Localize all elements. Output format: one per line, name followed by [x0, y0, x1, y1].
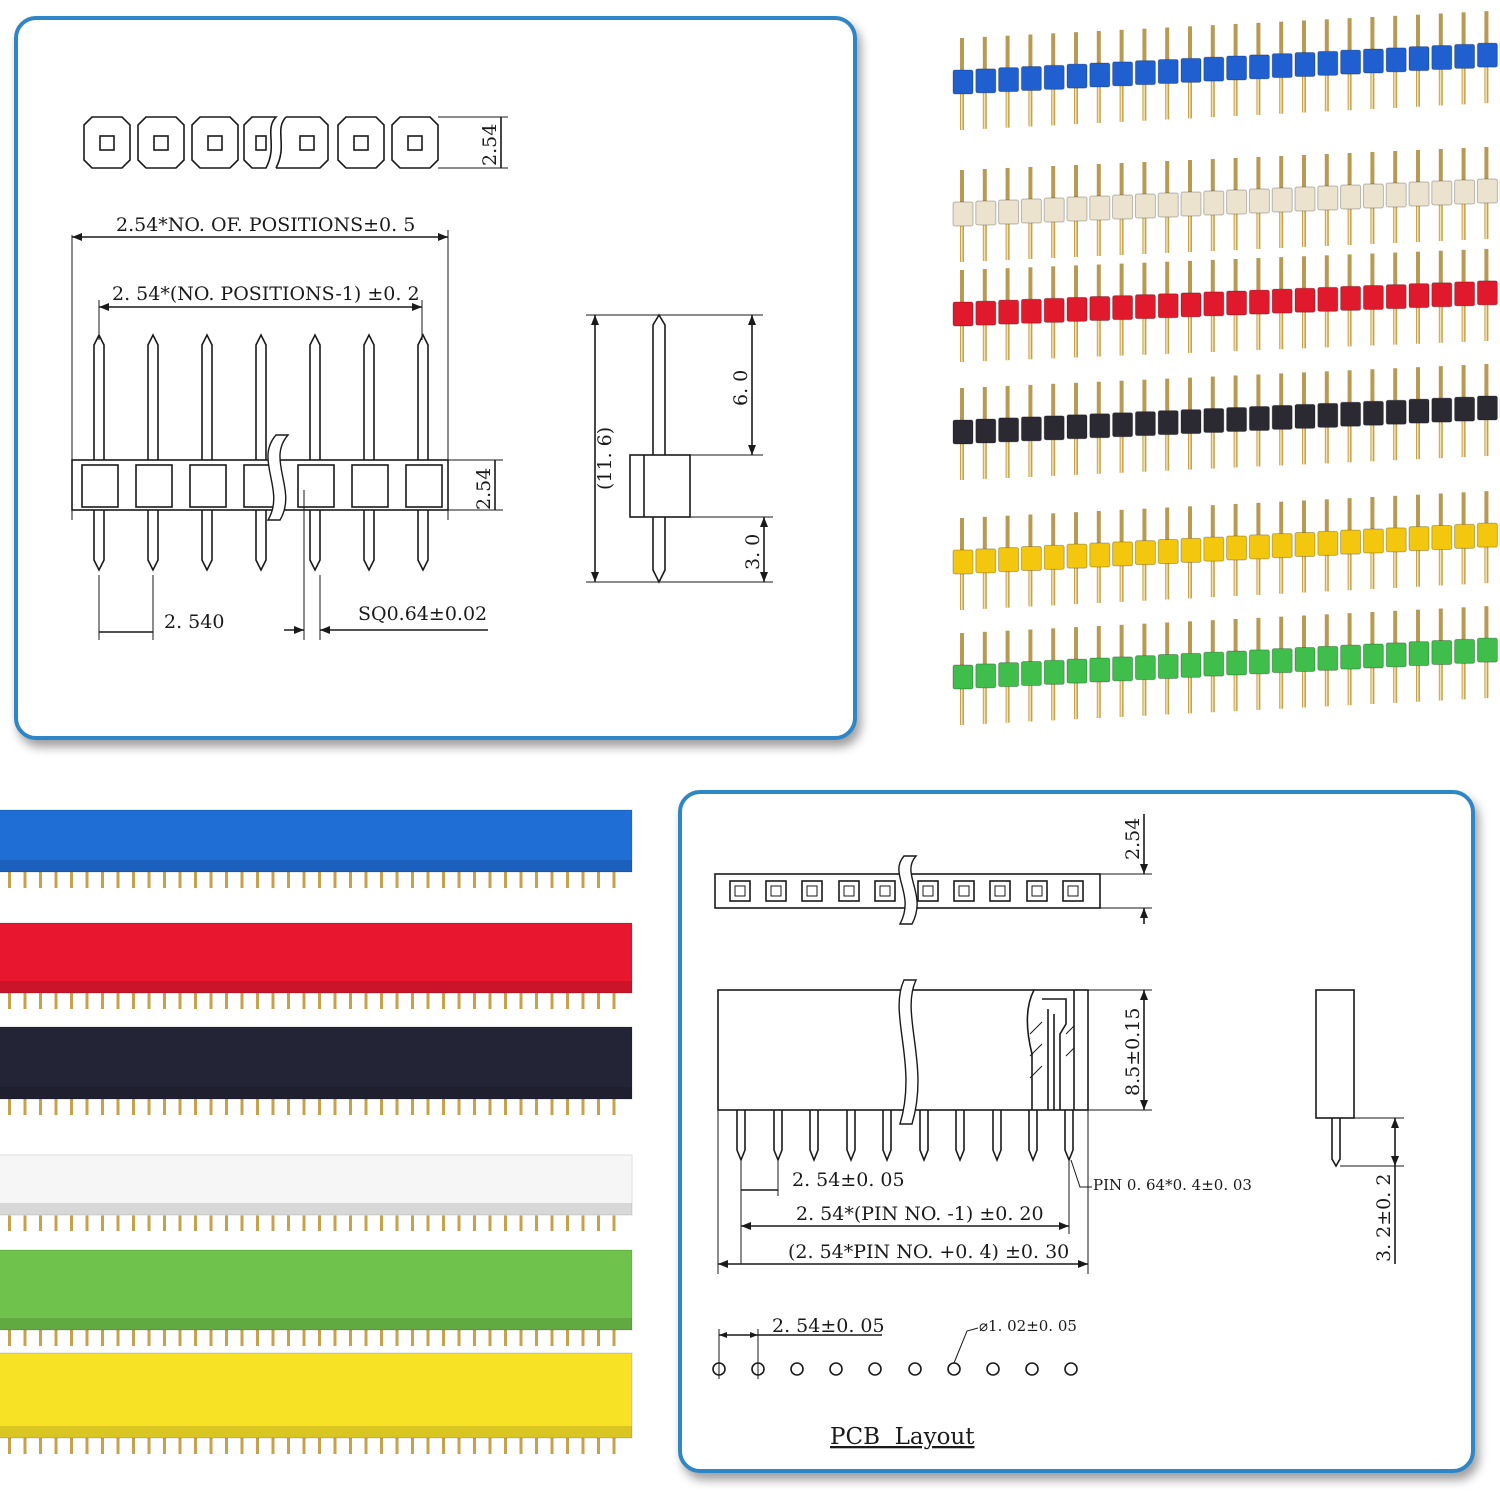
pin-span-label: 2. 54*(NO. POSITIONS-1) ±0. 2	[112, 283, 420, 305]
female-header-drawing-panel: 2.54 8.5±0.15 2. 54±	[678, 790, 1475, 1473]
lower-pin-label: 3. 0	[742, 534, 764, 570]
housing-height-label: 2.54	[473, 468, 495, 510]
pcb-pitch-label: 2. 54±0. 05	[772, 1315, 885, 1337]
female-header-drawing: 2.54 8.5±0.15 2. 54±	[712, 814, 1404, 1450]
pitch-label: 2. 540	[164, 611, 224, 633]
female-overall-length-label: (2. 54*PIN NO. +0. 4) ±0. 30	[788, 1241, 1069, 1263]
upper-pin-label: 6. 0	[730, 370, 752, 406]
total-height-label: (11. 6)	[594, 427, 616, 490]
female-header-black	[0, 1026, 633, 1115]
female-header-yellow	[0, 1352, 633, 1454]
pcb-layout-title: PCB Layout	[830, 1424, 975, 1450]
female-pitch-label: 2. 54±0. 05	[792, 1169, 905, 1191]
male-header-green	[952, 606, 1500, 725]
male-header-drawing-panel: 2.54 2.54*NO. OF. POSITIONS±0. 5 2. 54*(…	[14, 16, 857, 740]
female-header-strips-photo	[0, 809, 633, 1454]
male-top-view	[83, 116, 508, 169]
female-body-height-label: 8.5±0.15	[1122, 1008, 1144, 1096]
male-header-drawing: 2.54 2.54*NO. OF. POSITIONS±0. 5 2. 54*(…	[71, 116, 773, 640]
male-header-strips-photo	[952, 11, 1500, 725]
pitch-top-label: 2.54	[479, 124, 501, 166]
female-pin-span-label: 2. 54*(PIN NO. -1) ±0. 20	[796, 1203, 1044, 1225]
male-header-blue	[952, 11, 1500, 130]
female-front-view	[717, 979, 1089, 1163]
hole-diameter-label: ⌀1. 02±0. 05	[979, 1317, 1077, 1335]
male-side-view	[629, 313, 691, 584]
pin-size-label: SQ0.64±0.02	[358, 603, 487, 625]
overall-length-label: 2.54*NO. OF. POSITIONS±0. 5	[116, 214, 415, 236]
female-width-label: 2.54	[1122, 818, 1144, 860]
male-front-view	[71, 333, 449, 572]
female-top-view	[714, 855, 1101, 925]
female-header-green	[0, 1249, 633, 1346]
male-header-white	[952, 147, 1500, 262]
female-header-white	[0, 1154, 633, 1231]
female-header-blue	[0, 809, 633, 888]
female-pin-length-label: 3. 2±0. 2	[1373, 1174, 1395, 1262]
male-header-yellow	[952, 491, 1500, 610]
male-header-black	[952, 364, 1500, 480]
pcb-layout	[712, 1327, 1078, 1379]
female-header-red	[0, 922, 633, 1009]
male-header-red	[952, 248, 1500, 362]
female-pin-size-label: PIN 0. 64*0. 4±0. 03	[1093, 1176, 1252, 1194]
female-side-view	[1315, 989, 1355, 1168]
